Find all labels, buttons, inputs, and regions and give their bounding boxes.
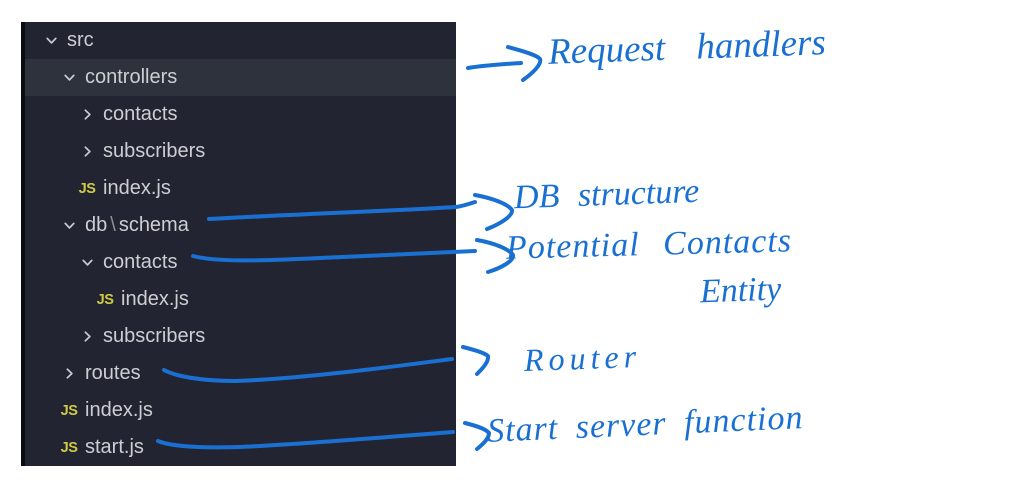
js-badge-text: JS: [60, 402, 78, 419]
arrowhead-start-server: [463, 421, 491, 451]
handwritten-note-start-server: Start server function: [486, 399, 805, 450]
tree-row-routes[interactable]: routes: [25, 355, 456, 392]
tree-item-label: controllers: [85, 66, 178, 88]
path-segment: db: [85, 214, 108, 236]
chevron-right-icon[interactable]: [57, 366, 81, 381]
tree-item-label: db\schema: [85, 214, 189, 237]
tree-item-label: contacts: [103, 103, 178, 125]
arrowhead-db-structure: [473, 193, 514, 231]
tree-row-subscribers[interactable]: subscribers: [25, 133, 456, 170]
handwritten-note-router: Router: [523, 337, 642, 379]
tree-item-label: routes: [85, 362, 141, 384]
tree-row-controllers[interactable]: controllers: [25, 59, 456, 96]
javascript-file-icon: JS: [75, 181, 99, 197]
handwritten-note-entity: Entity: [699, 270, 782, 311]
path-segment: schema: [118, 214, 189, 236]
chevron-down-icon[interactable]: [39, 33, 63, 48]
handwritten-note-db-structure: DB structure: [513, 172, 700, 217]
chevron-right-icon[interactable]: [75, 144, 99, 159]
js-badge-text: JS: [60, 439, 78, 456]
chevron-down-icon[interactable]: [57, 218, 81, 233]
tree-item-label: contacts: [103, 251, 178, 273]
tree-row-contacts[interactable]: contacts: [25, 244, 456, 281]
handwritten-note-request-handlers: Request handlers: [547, 22, 827, 73]
tree-row-contacts[interactable]: contacts: [25, 96, 456, 133]
chevron-down-icon[interactable]: [75, 255, 99, 270]
tree-row-src[interactable]: src: [25, 22, 456, 59]
tree-row-start.js[interactable]: JS start.js: [25, 429, 456, 466]
tree-item-label: index.js: [103, 177, 171, 199]
path-separator: \: [110, 214, 116, 236]
handwritten-note-potential-contacts: Potential Contacts: [505, 222, 793, 267]
tree-item-label: src: [67, 29, 94, 51]
chevron-right-icon[interactable]: [75, 329, 99, 344]
javascript-file-icon: JS: [57, 440, 81, 456]
arrowhead-router: [461, 345, 491, 376]
javascript-file-icon: JS: [57, 403, 81, 419]
arrow-shaft-request-handlers: [466, 61, 523, 70]
arrowhead-request-handlers: [506, 45, 543, 82]
chevron-down-icon[interactable]: [57, 70, 81, 85]
tree-item-label: index.js: [121, 288, 189, 310]
js-badge-text: JS: [78, 180, 96, 197]
chevron-right-icon[interactable]: [75, 107, 99, 122]
tree-row-subscribers[interactable]: subscribers: [25, 318, 456, 355]
js-badge-text: JS: [96, 291, 114, 308]
tree-item-label: start.js: [85, 436, 144, 458]
tree-row-index.js[interactable]: JS index.js: [25, 392, 456, 429]
tree-item-label: index.js: [85, 399, 153, 421]
tree-row-index.js[interactable]: JS index.js: [25, 170, 456, 207]
tree-row-db-schema[interactable]: db\schema: [25, 207, 456, 244]
tree-row-index.js[interactable]: JS index.js: [25, 281, 456, 318]
tree-item-label: subscribers: [103, 325, 206, 347]
javascript-file-icon: JS: [93, 292, 117, 308]
tree-item-label: subscribers: [103, 140, 206, 162]
